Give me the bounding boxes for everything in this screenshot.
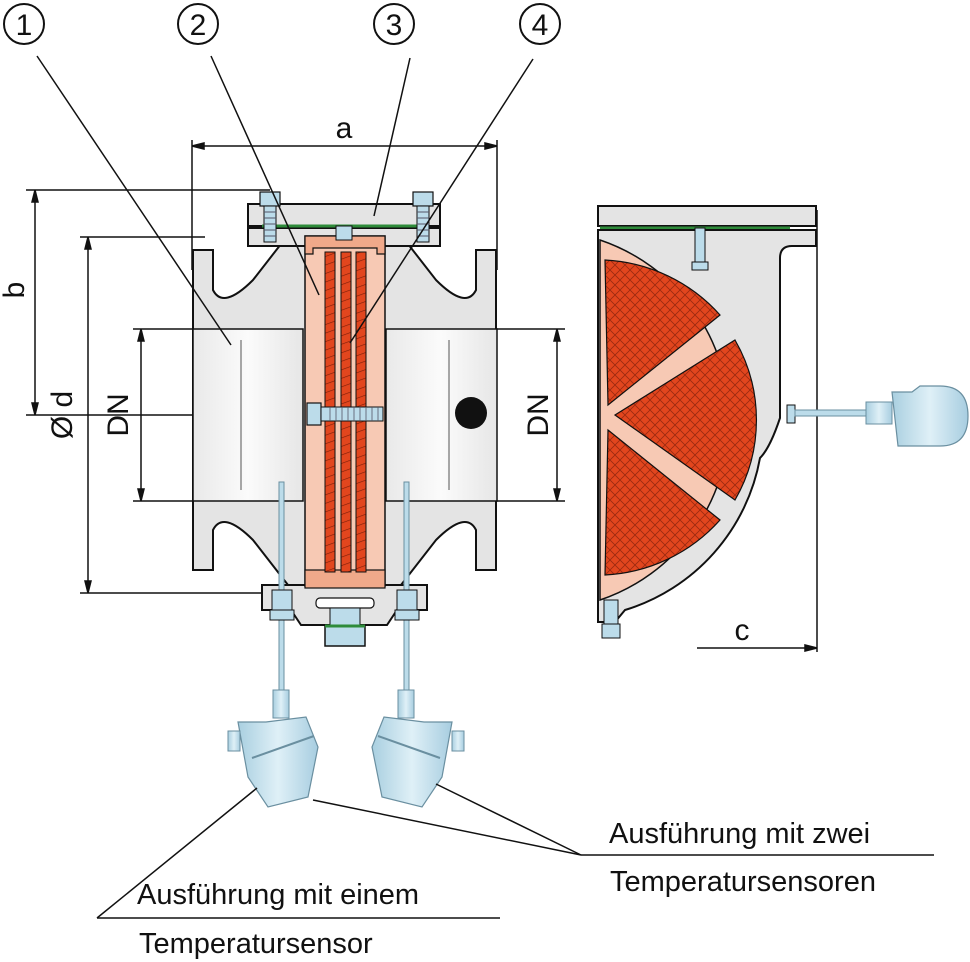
mesh-segment xyxy=(604,259,721,407)
drain-plug xyxy=(315,597,375,647)
dimension-a-label: a xyxy=(336,112,353,145)
dimension-a xyxy=(191,140,498,270)
annotation-two-sensor-line1: Ausführung mit zwei xyxy=(609,818,871,850)
cover-bolt-left xyxy=(259,191,281,243)
callout-1: 1 xyxy=(3,3,45,45)
temperature-sensor-side xyxy=(786,385,969,447)
dimension-c-label: c xyxy=(735,614,750,647)
callout-number: 1 xyxy=(16,9,33,42)
leader-lines xyxy=(36,55,934,919)
center-bolt xyxy=(306,402,384,426)
callout-number: 4 xyxy=(532,9,549,42)
dimension-b xyxy=(26,189,270,416)
side-section-view xyxy=(597,205,817,639)
port-plug xyxy=(455,397,487,429)
mesh-segment xyxy=(604,428,721,576)
callout-3: 3 xyxy=(373,3,415,45)
callout-number: 2 xyxy=(190,9,207,42)
dimension-dn-left-label: DN xyxy=(102,393,135,436)
mesh-segment xyxy=(613,339,758,501)
dimension-dn-right xyxy=(497,328,565,502)
dimension-c xyxy=(697,210,818,652)
callout-2: 2 xyxy=(177,3,219,45)
dimension-dn-left xyxy=(133,328,200,502)
annotation-one-sensor-line1: Ausführung mit einem xyxy=(137,879,420,911)
dimension-b-label: b xyxy=(0,282,31,299)
callout-4: 4 xyxy=(519,3,561,45)
temperature-sensor-left xyxy=(227,481,319,808)
annotation-one-sensor-line2: Temperatursensor xyxy=(139,928,373,960)
annotation-two-sensor-line2: Temperatursensoren xyxy=(610,866,876,898)
temperature-sensor-right xyxy=(371,481,465,808)
callout-number: 3 xyxy=(386,9,403,42)
dimension-dn-right-label: DN xyxy=(522,393,555,436)
dimension-d-label: Ø d xyxy=(46,391,79,439)
cover-plate xyxy=(247,203,441,227)
